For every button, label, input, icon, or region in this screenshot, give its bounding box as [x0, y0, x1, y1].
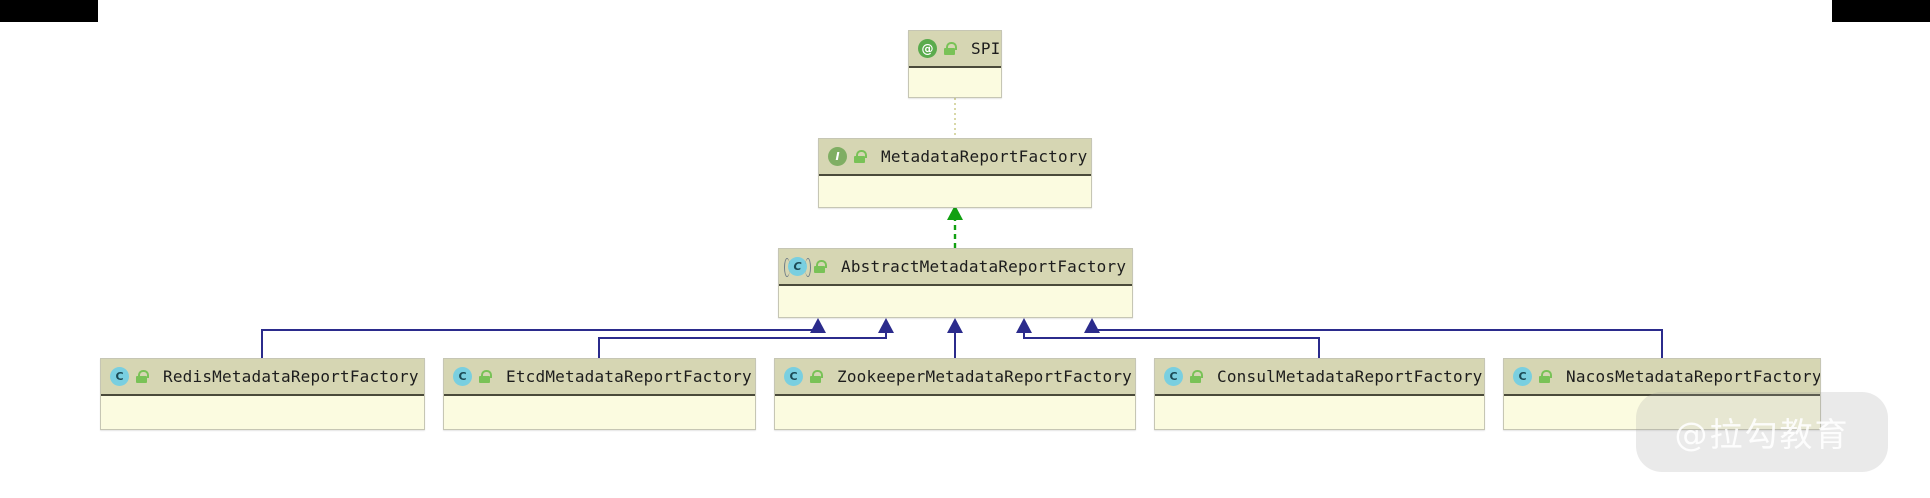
arrowhead-nacos — [1084, 318, 1100, 333]
node-nacos-metadata-report-factory-header: C NacosMetadataReportFactory — [1504, 359, 1820, 396]
public-lock-icon — [810, 370, 823, 383]
node-metadata-report-factory-header: I MetadataReportFactory — [819, 139, 1091, 176]
arrowhead-redis — [810, 318, 826, 333]
node-abstract-metadata-report-factory-title: AbstractMetadataReportFactory — [841, 257, 1127, 276]
edge-consul-to-abstract — [1023, 328, 1320, 358]
node-etcd-metadata-report-factory[interactable]: C EtcdMetadataReportFactory — [443, 358, 756, 430]
watermark: @拉勾教育 — [1636, 392, 1888, 472]
class-c-icon: C — [110, 367, 129, 386]
node-zookeeper-metadata-report-factory[interactable]: C ZookeeperMetadataReportFactory — [774, 358, 1136, 430]
node-redis-metadata-report-factory[interactable]: C RedisMetadataReportFactory — [100, 358, 425, 430]
node-abstract-metadata-report-factory-body — [779, 286, 1132, 317]
node-zookeeper-metadata-report-factory-title: ZookeeperMetadataReportFactory — [837, 367, 1132, 386]
node-spi[interactable]: @ SPI — [908, 30, 1002, 98]
node-redis-metadata-report-factory-header: C RedisMetadataReportFactory — [101, 359, 424, 396]
node-metadata-report-factory[interactable]: I MetadataReportFactory — [818, 138, 1092, 208]
public-lock-icon — [854, 150, 867, 163]
node-spi-header: @ SPI — [909, 31, 1001, 68]
node-etcd-metadata-report-factory-body — [444, 396, 755, 429]
node-zookeeper-metadata-report-factory-body — [775, 396, 1135, 429]
letterbox-bar-left — [0, 0, 98, 22]
node-etcd-metadata-report-factory-title: EtcdMetadataReportFactory — [506, 367, 752, 386]
public-lock-icon — [1190, 370, 1203, 383]
node-spi-body — [909, 68, 1001, 97]
edge-nacos-to-abstract — [1091, 328, 1663, 358]
generalization-arrowheads — [810, 318, 1100, 333]
node-consul-metadata-report-factory[interactable]: C ConsulMetadataReportFactory — [1154, 358, 1485, 430]
edge-etcd-to-abstract — [598, 328, 887, 358]
arrowhead-etcd — [878, 318, 894, 333]
interface-i-icon: I — [828, 147, 847, 166]
node-abstract-metadata-report-factory[interactable]: C AbstractMetadataReportFactory — [778, 248, 1133, 318]
node-zookeeper-metadata-report-factory-header: C ZookeeperMetadataReportFactory — [775, 359, 1135, 396]
class-c-icon: C — [453, 367, 472, 386]
letterbox-bar-right — [1832, 0, 1930, 22]
node-etcd-metadata-report-factory-header: C EtcdMetadataReportFactory — [444, 359, 755, 396]
public-lock-icon — [944, 42, 957, 55]
class-c-icon: C — [784, 367, 803, 386]
node-metadata-report-factory-title: MetadataReportFactory — [881, 147, 1088, 166]
arrowhead-consul — [1016, 318, 1032, 333]
annotation-at-icon: @ — [918, 39, 937, 58]
node-redis-metadata-report-factory-title: RedisMetadataReportFactory — [163, 367, 419, 386]
edge-redis-to-abstract — [261, 328, 819, 358]
public-lock-icon — [136, 370, 149, 383]
node-redis-metadata-report-factory-body — [101, 396, 424, 429]
node-nacos-metadata-report-factory[interactable]: C NacosMetadataReportFactory — [1503, 358, 1821, 430]
arrowhead-zookeeper — [947, 318, 963, 333]
node-nacos-metadata-report-factory-body — [1504, 396, 1820, 429]
node-consul-metadata-report-factory-header: C ConsulMetadataReportFactory — [1155, 359, 1484, 396]
node-spi-title: SPI — [971, 39, 1001, 58]
class-c-icon: C — [1164, 367, 1183, 386]
abstract-class-c-icon: C — [784, 257, 811, 277]
public-lock-icon — [1539, 370, 1552, 383]
node-consul-metadata-report-factory-title: ConsulMetadataReportFactory — [1217, 367, 1483, 386]
node-nacos-metadata-report-factory-title: NacosMetadataReportFactory — [1566, 367, 1820, 386]
node-abstract-metadata-report-factory-header: C AbstractMetadataReportFactory — [779, 249, 1132, 286]
class-c-icon: C — [1513, 367, 1532, 386]
node-metadata-report-factory-body — [819, 176, 1091, 207]
node-consul-metadata-report-factory-body — [1155, 396, 1484, 429]
public-lock-icon — [814, 260, 827, 273]
public-lock-icon — [479, 370, 492, 383]
